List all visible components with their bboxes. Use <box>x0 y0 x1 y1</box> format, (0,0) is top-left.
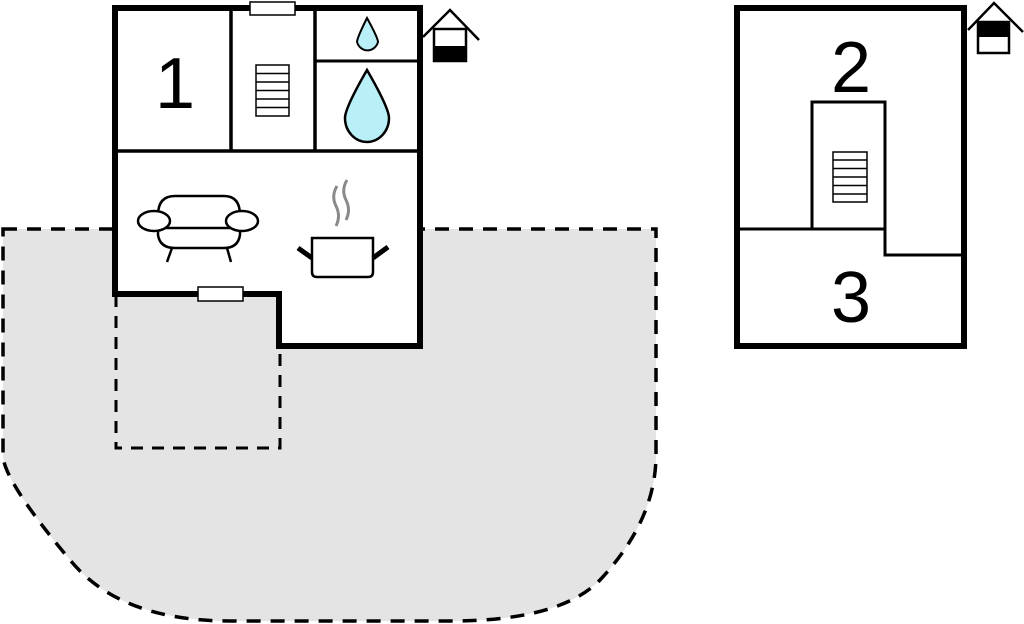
room-label-2: 2 <box>831 28 871 108</box>
window-bottom <box>197 286 244 302</box>
room-label-3: 3 <box>831 258 871 338</box>
window-top <box>249 1 296 16</box>
house-ground-floor-icon <box>422 8 480 63</box>
terrace <box>1 227 658 623</box>
large-water-drop-icon <box>343 67 391 144</box>
stairs-icon <box>255 64 290 117</box>
sofa-icon <box>136 194 260 263</box>
covered-terrace <box>114 295 282 450</box>
room-label-1: 1 <box>155 44 195 124</box>
cooking-pot-icon <box>296 179 390 279</box>
stairs-icon <box>832 151 868 203</box>
small-water-drop-icon <box>355 15 380 52</box>
house-upper-floor-icon <box>967 1 1024 55</box>
